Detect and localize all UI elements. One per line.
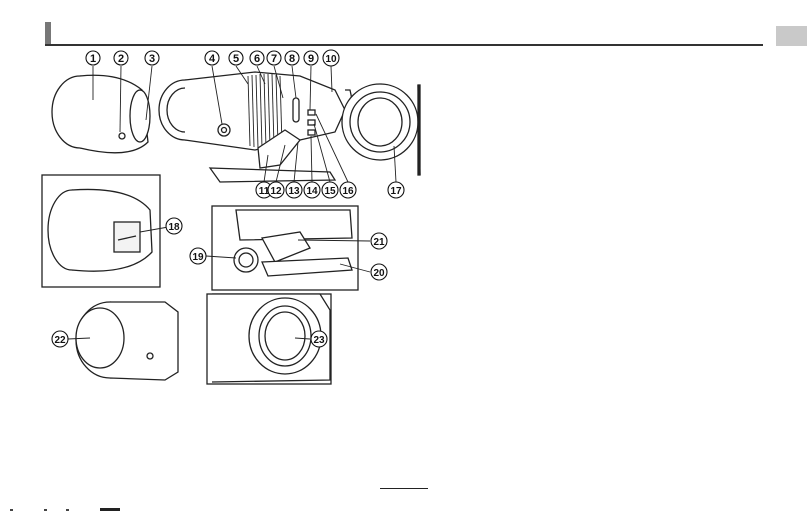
callout-16: 16	[340, 182, 356, 198]
svg-text:19: 19	[192, 252, 204, 263]
front-cap-drawing	[76, 302, 178, 380]
svg-text:23: 23	[313, 335, 325, 346]
svg-text:22: 22	[54, 335, 66, 346]
svg-text:6: 6	[254, 53, 260, 65]
callout-15: 15	[322, 182, 338, 198]
callout-4: 4	[205, 51, 219, 65]
svg-text:17: 17	[390, 186, 402, 197]
svg-text:2: 2	[118, 53, 124, 65]
svg-text:15: 15	[324, 186, 336, 197]
callout-19: 19	[190, 248, 206, 264]
svg-text:20: 20	[373, 268, 385, 279]
svg-text:9: 9	[308, 53, 314, 65]
svg-text:10: 10	[325, 54, 337, 65]
lens-hood-drawing	[52, 75, 150, 153]
svg-text:21: 21	[373, 237, 385, 248]
callout-12: 12	[268, 182, 284, 198]
callout-8: 8	[285, 51, 299, 65]
callout-22: 22	[52, 331, 68, 347]
callout-6: 6	[250, 51, 264, 65]
callout-5: 5	[229, 51, 243, 65]
svg-text:7: 7	[271, 53, 277, 65]
callout-20: 20	[371, 264, 387, 280]
callout-18: 18	[166, 218, 182, 234]
svg-text:8: 8	[289, 53, 295, 65]
svg-text:3: 3	[149, 53, 155, 65]
lens-mount-drawing	[342, 84, 420, 175]
lens-body-drawing	[159, 72, 345, 182]
tripod-inset-drawing	[212, 206, 358, 290]
callout-2: 2	[114, 51, 128, 65]
footer-rule	[380, 488, 428, 489]
svg-text:4: 4	[209, 53, 216, 65]
svg-text:16: 16	[342, 186, 354, 197]
callout-10: 10	[323, 50, 339, 66]
callout-13: 13	[286, 182, 302, 198]
svg-text:1: 1	[90, 53, 96, 65]
svg-text:13: 13	[288, 186, 300, 197]
callout-7: 7	[267, 51, 281, 65]
svg-text:14: 14	[306, 186, 318, 197]
callout-14: 14	[304, 182, 320, 198]
hood-inset-drawing	[42, 175, 160, 287]
svg-text:5: 5	[233, 53, 239, 65]
callout-21: 21	[371, 233, 387, 249]
callout-1: 1	[86, 51, 100, 65]
callout-17: 17	[388, 182, 404, 198]
callout-23: 23	[311, 331, 327, 347]
callout-3: 3	[145, 51, 159, 65]
svg-text:18: 18	[168, 222, 180, 233]
callout-9: 9	[304, 51, 318, 65]
svg-text:12: 12	[270, 186, 282, 197]
